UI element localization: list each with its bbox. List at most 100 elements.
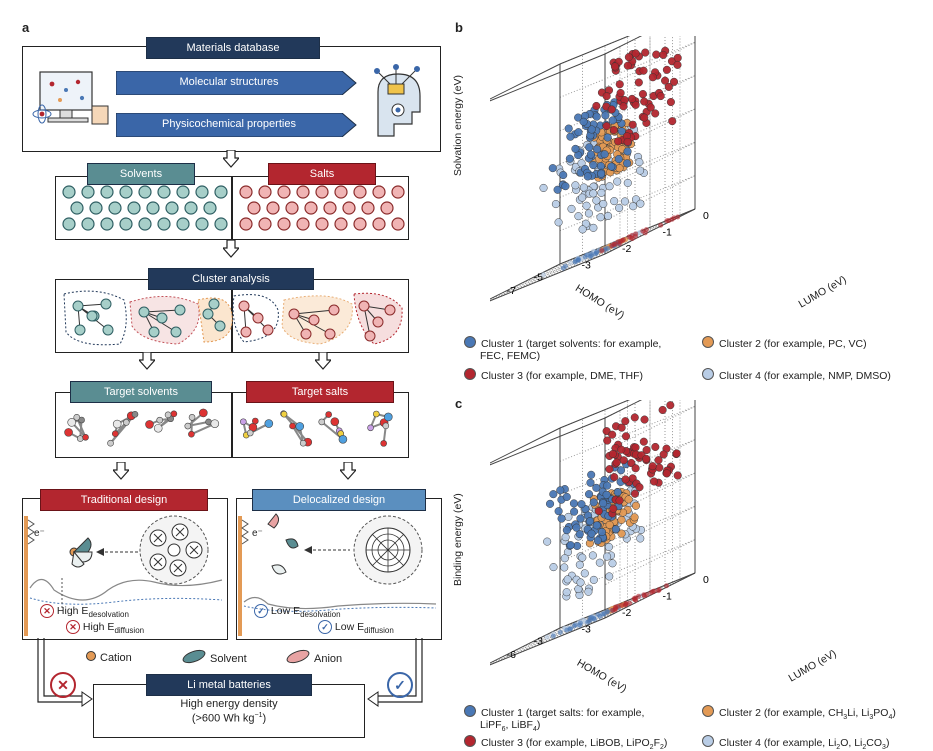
check-badge-icon: ✓ [318,620,332,634]
atom [247,430,253,436]
scatter-point [596,559,604,567]
scatter-point [617,89,625,97]
scatter-point [663,66,671,74]
molecule-dot [177,186,189,198]
atom [199,409,207,417]
scatter-point [636,167,644,175]
projection-point [588,617,593,622]
scatter-point [624,179,632,187]
cluster-node [171,327,181,337]
molecule-dot [240,218,252,230]
cluster-node [139,307,149,317]
traditional-design-header: Traditional design [40,489,208,511]
scatter-point [579,226,587,234]
scatter-point [560,564,568,572]
projection-point [675,214,680,219]
b-legend-cluster-4: Cluster 4 (for example, NMP, DMSO) [702,368,891,382]
scatter-point [635,79,643,87]
atom [319,419,325,425]
scatter-point [615,204,623,212]
projection-point [619,603,624,608]
atom [123,419,129,425]
scatter-point [612,525,620,533]
scatter-point [649,73,657,81]
molecule-dot [204,202,216,214]
scatter-point [631,414,639,422]
scatter-point [604,212,612,220]
cluster-3-dot [464,735,476,747]
scatter-point [636,158,644,166]
binding-energy-3d-scatter: -3-6-9-12-9-6-30-1-2-3 [490,400,870,700]
scatter-point [558,515,566,523]
molecule-dot [278,218,290,230]
atom [189,414,195,420]
scatter-point [618,516,626,524]
atom [165,412,171,418]
scatter-point [585,490,593,498]
scatter-point [555,219,563,227]
projection-point [650,589,655,594]
scatter-point [552,200,560,208]
cluster-node [209,299,219,309]
molecule-dot [139,218,151,230]
scatter-point [559,171,567,179]
high-desolvation-row: ✕ High Edesolvation [40,604,129,619]
molecule-dot [109,202,121,214]
molecule-dot [297,218,309,230]
x-tick-label: -7 [507,285,516,297]
projection-point [545,635,550,640]
scatter-point [550,490,558,498]
projection-point [541,272,546,277]
atom [368,425,374,431]
scatter-point [640,438,648,446]
scatter-point [607,163,615,171]
molecule-dot [286,202,298,214]
cluster-4-dot [702,368,714,380]
cluster-node [241,327,251,337]
physicochemical-properties-label: Physicochemical properties [116,118,342,130]
solvents-header: Solvents [87,163,195,185]
scatter-point [625,53,633,61]
scatter-point [549,164,557,172]
molecule-dot [373,186,385,198]
scatter-point [563,588,571,596]
ai-head-icon [364,62,432,142]
c-legend-cluster-2: Cluster 2 (for example, CH3Li, Li3PO4) [702,705,896,721]
scatter-point [673,450,681,458]
scatter-point [611,63,619,71]
scatter-point [620,103,628,111]
scatter-point [562,533,570,541]
scatter-point [616,80,624,88]
b-legend-cluster-1: Cluster 1 (target solvents: for example, [464,336,661,350]
projection-point [600,612,605,617]
molecule-dot [324,202,336,214]
target-salts-header: Target salts [246,381,394,403]
scatter-point [622,476,630,484]
molecule-dot [278,186,290,198]
cluster-node [75,325,85,335]
scatter-point [659,51,667,59]
atom [296,422,304,430]
scatter-point [563,526,571,534]
down-arrow-left-4 [113,462,129,480]
scatter-point [546,500,554,508]
traditional-electron-label: e⁻ [34,528,45,539]
down-arrow-right-4 [340,462,356,480]
molecule-dot [101,186,113,198]
projection-point [568,260,573,265]
cluster-node [263,325,273,335]
scatter-point [602,112,610,120]
low-desolvation-row: ✓ Low Edesolvation [254,604,341,619]
projection-point [578,621,583,626]
scatter-point [587,471,595,479]
y-tick-label: 0 [703,574,709,586]
molecule-dot [82,186,94,198]
scatter-point [636,483,644,491]
scatter-point [641,416,649,424]
b-zlabel: Solvation energy (eV) [452,36,464,176]
cluster-network-graph [58,286,406,350]
scatter-point [561,554,569,562]
scatter-point [603,553,611,561]
energy-density-value: (>600 Wh kg−1) [93,712,365,725]
atom [373,411,379,417]
